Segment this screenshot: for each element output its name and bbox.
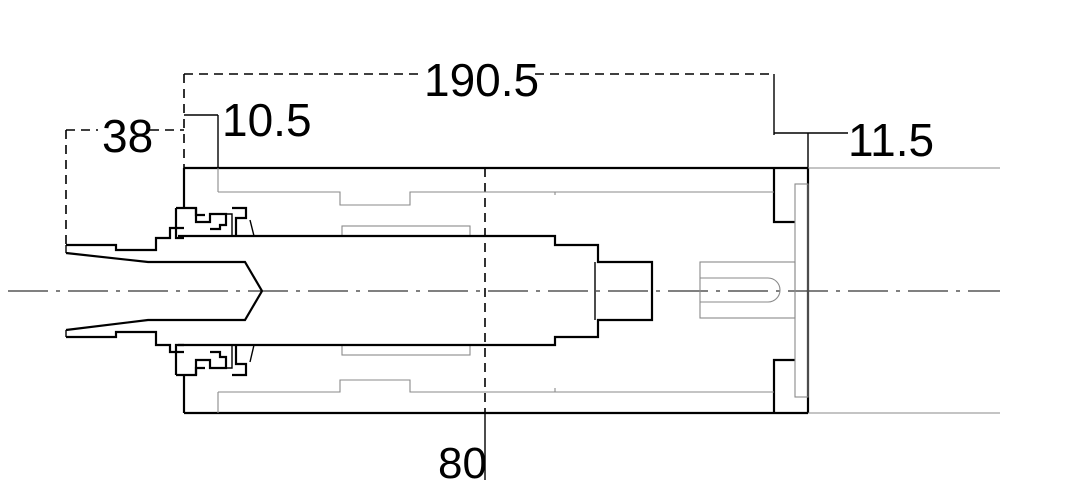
dimension-label-10-5: 10.5	[222, 94, 312, 146]
dimension-label-38: 38	[102, 110, 153, 162]
dimension-10-5: 10.5	[184, 94, 312, 168]
dimension-label-80: 80	[438, 439, 487, 488]
extension-lines	[217, 167, 1000, 414]
dimension-190-5: 190.5	[183, 54, 775, 168]
inner-sleeve	[218, 183, 809, 398]
seal-lower	[174, 343, 255, 377]
dimension-label-190-5: 190.5	[424, 54, 539, 106]
dimension-38: 38	[65, 110, 184, 245]
seal-upper	[174, 206, 255, 240]
main-shaft	[178, 234, 654, 347]
dimension-11-5: 11.5	[774, 114, 934, 168]
nozzle	[65, 226, 264, 354]
dimension-label-11-5: 11.5	[848, 114, 934, 166]
dimension-80: 80	[438, 168, 487, 488]
